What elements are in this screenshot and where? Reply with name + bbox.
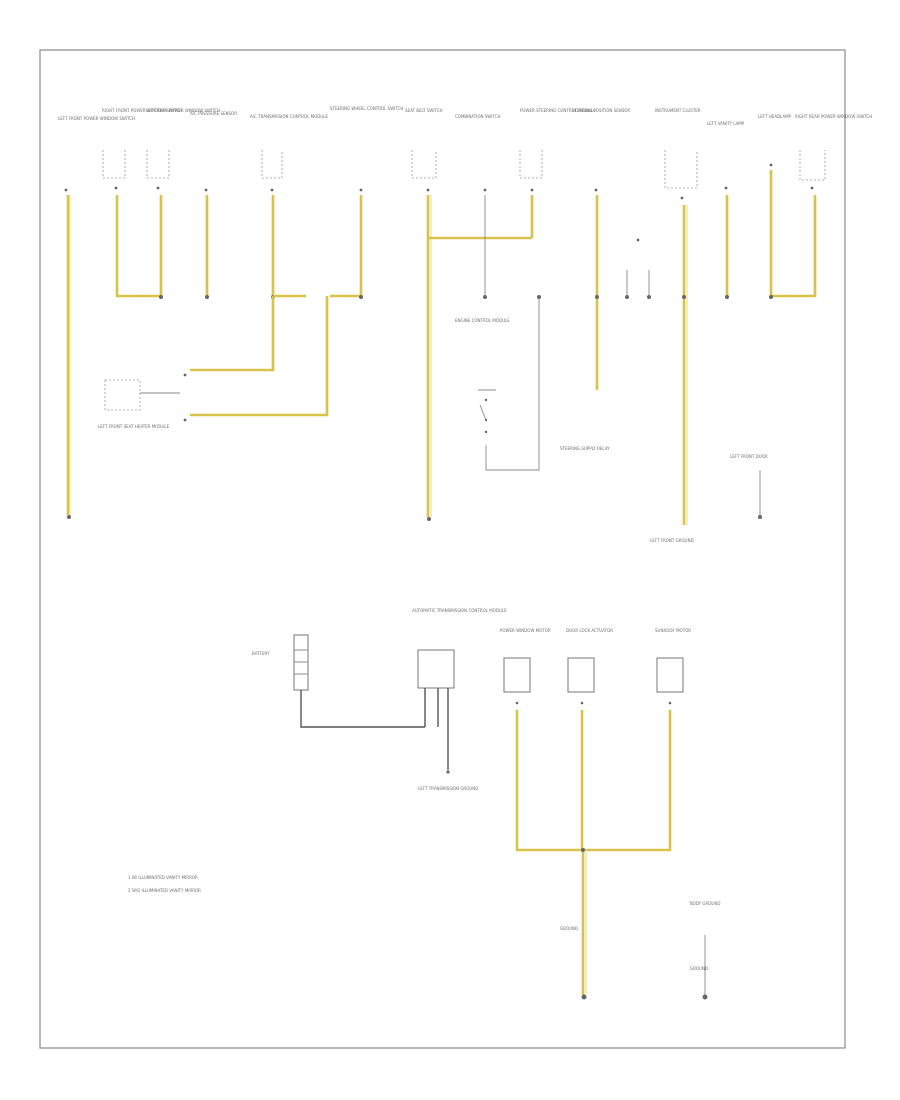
label-c9: POWER STEERING CONTROL MODULE — [520, 108, 596, 113]
label-c20: POWER WINDOW MOTOR — [500, 628, 551, 633]
upper-wiring — [66, 170, 817, 525]
middle-switch — [478, 389, 496, 434]
label-c12: LEFT VANITY LAMP — [707, 121, 745, 126]
label-c21: DOOR LOCK ACTUATOR — [566, 628, 613, 633]
label-c18: BATTERY — [252, 651, 270, 656]
transmission-module: AUTOMATIC TRANSMISSION CONTROL MODULE LE… — [412, 608, 507, 791]
label-c26: GROUND — [690, 966, 708, 971]
label-c28: LEFT TRANSMISSION GROUND — [418, 786, 478, 791]
label-c25: GROUND — [560, 926, 578, 931]
battery: BATTERY — [252, 634, 425, 728]
tcm-body — [417, 649, 455, 689]
legend: 1 W/ ILLUMINATED VANITY MIRROR 2 W/O ILL… — [128, 875, 201, 893]
label-c16: ENGINE CONTROL MODULE — [455, 318, 510, 323]
label-c27: BODY GROUND — [690, 901, 720, 906]
legend-line-2: 2 W/O ILLUMINATED VANITY MIRROR — [128, 888, 201, 893]
body-ground: BODY GROUND GROUND — [690, 901, 720, 1000]
left-side-connector — [104, 373, 187, 422]
label-c23: LEFT FRONT GROUND — [650, 538, 694, 543]
label-c4: A/C PRESSURE SENSOR — [190, 111, 237, 116]
diagram-frame — [39, 49, 846, 1049]
lower-modules: POWER WINDOW MOTOR DOOR LOCK ACTUATOR SU… — [500, 628, 691, 1000]
mid-labels: LEFT FRONT SEAT HEATER MODULE ENGINE CON… — [98, 318, 768, 543]
label-c11: INSTRUMENT CLUSTER — [655, 108, 701, 113]
label-c24: LEFT FRONT DOOR — [730, 454, 768, 459]
label-c2: RIGHT FRONT POWER WINDOW SWITCH — [102, 108, 182, 113]
label-c15: LEFT FRONT SEAT HEATER MODULE — [98, 424, 170, 429]
label-c1: LEFT FRONT POWER WINDOW SWITCH — [58, 116, 135, 121]
connector-stubs — [64, 150, 826, 200]
label-c17: STEERING SUPPLY RELAY — [560, 446, 610, 451]
label-c14: RIGHT REAR POWER WINDOW SWITCH — [795, 114, 872, 119]
legend-line-1: 1 W/ ILLUMINATED VANITY MIRROR — [128, 875, 198, 880]
label-c13: LEFT HEADLAMP — [758, 114, 792, 119]
sunroof-motor-body — [656, 657, 684, 693]
label-c8: COMBINATION SWITCH — [455, 114, 500, 119]
label-c3: LEFT REAR POWER WINDOW SWITCH — [146, 108, 220, 113]
label-c22: SUNROOF MOTOR — [655, 628, 691, 633]
lock-actuator-body — [567, 657, 595, 693]
window-motor-body — [503, 657, 531, 693]
label-c7: SEAT BELT SWITCH — [405, 108, 443, 113]
battery-body — [293, 634, 309, 691]
label-c5: A/C TRANSMISSION CONTROL MODULE — [250, 114, 328, 119]
label-c19: AUTOMATIC TRANSMISSION CONTROL MODULE — [412, 608, 507, 613]
component-labels: LEFT FRONT POWER WINDOW SWITCH RIGHT FRO… — [58, 106, 872, 126]
label-c6: STEERING WHEEL CONTROL SWITCH — [330, 106, 403, 111]
label-c10: STEERING POSITION SENSOR — [572, 108, 630, 113]
